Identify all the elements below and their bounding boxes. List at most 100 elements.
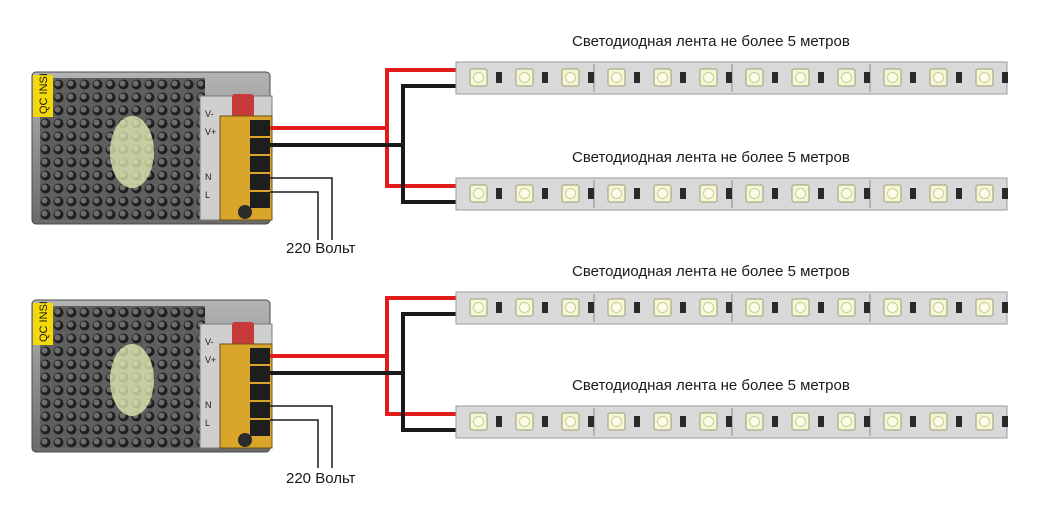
led-lens [473, 302, 484, 313]
strip-resistor [864, 302, 870, 313]
strip-resistor [726, 416, 732, 427]
led-lens [565, 416, 576, 427]
led-lens [887, 416, 898, 427]
strip-resistor [956, 302, 962, 313]
strip-resistor [680, 302, 686, 313]
led-lens [611, 416, 622, 427]
psu-ground-screw [238, 205, 252, 219]
strip-resistor [726, 302, 732, 313]
strip-resistor [542, 416, 548, 427]
strip-label: Светодиодная лента не более 5 метров [572, 149, 850, 166]
led-lens [933, 302, 944, 313]
strip-resistor [496, 188, 502, 199]
psu-led-glow [110, 344, 154, 416]
led-lens [979, 188, 990, 199]
led-lens [703, 188, 714, 199]
led-lens [473, 188, 484, 199]
psu-power-led [232, 322, 254, 348]
led-lens [841, 188, 852, 199]
strip-resistor [634, 416, 640, 427]
strip-resistor [634, 302, 640, 313]
led-lens [887, 188, 898, 199]
mains-wire [270, 177, 333, 240]
led-lens [473, 72, 484, 83]
led-lens [703, 416, 714, 427]
led-lens [519, 416, 530, 427]
psu-terminal-label: L [205, 190, 210, 200]
strip-resistor [680, 416, 686, 427]
strip-label: Светодиодная лента не более 5 метров [572, 33, 850, 50]
positive-wire [270, 296, 457, 416]
strip-label: Светодиодная лента не более 5 метров [572, 263, 850, 280]
power-supply-1: QC INSI V- V+ N L [31, 71, 273, 225]
led-lens [611, 188, 622, 199]
strip-resistor [588, 188, 594, 199]
psu-terminal-label: L [205, 418, 210, 428]
strip-resistor [542, 72, 548, 83]
psu-terminal-label: N [205, 172, 212, 182]
strip-resistor [818, 302, 824, 313]
led-lens [749, 302, 760, 313]
led-strip-1 [455, 61, 1008, 95]
mains-label: 220 Вольт [286, 470, 356, 487]
strip-resistor [772, 302, 778, 313]
psu-sticker-label: QC INSI [38, 301, 50, 342]
strip-resistor [956, 416, 962, 427]
wiring-group-1 [270, 68, 457, 240]
strip-resistor [496, 302, 502, 313]
strip-resistor [772, 72, 778, 83]
psu-sticker [33, 303, 53, 345]
led-lens [887, 302, 898, 313]
psu-terminal-label: V+ [205, 355, 216, 365]
led-lens [749, 416, 760, 427]
led-lens [933, 72, 944, 83]
led-lens [841, 416, 852, 427]
strip-resistor [818, 72, 824, 83]
led-strip-4 [455, 405, 1008, 439]
led-lens [795, 188, 806, 199]
led-lens [703, 302, 714, 313]
led-lens [611, 302, 622, 313]
strip-resistor [542, 302, 548, 313]
led-lens [795, 302, 806, 313]
strip-resistor [818, 188, 824, 199]
strip-resistor [588, 416, 594, 427]
led-lens [979, 302, 990, 313]
strip-resistor [1002, 188, 1008, 199]
strip-resistor [910, 72, 916, 83]
led-lens [795, 416, 806, 427]
led-lens [933, 188, 944, 199]
power-supply-2: QC INSI V- V+ N L [31, 299, 273, 453]
strip-resistor [1002, 302, 1008, 313]
negative-wire [270, 84, 457, 204]
strip-resistor [818, 416, 824, 427]
strip-resistor [864, 188, 870, 199]
wiring-group-2 [270, 296, 457, 468]
strip-resistor [864, 416, 870, 427]
led-lens [657, 188, 668, 199]
strip-label: Светодиодная лента не более 5 метров [572, 377, 850, 394]
mains-wire [270, 191, 319, 240]
positive-wire [270, 68, 457, 188]
strip-resistor [910, 302, 916, 313]
strip-resistor [1002, 416, 1008, 427]
psu-power-led [232, 94, 254, 120]
strip-resistor [634, 188, 640, 199]
strip-resistor [680, 72, 686, 83]
mains-wire [270, 419, 319, 468]
strip-resistor [634, 72, 640, 83]
led-lens [749, 188, 760, 199]
psu-sticker-label: QC INSI [38, 73, 50, 114]
led-strip-2 [455, 177, 1008, 211]
strip-resistor [542, 188, 548, 199]
led-lens [565, 72, 576, 83]
led-lens [841, 72, 852, 83]
strip-resistor [588, 72, 594, 83]
psu-sticker [33, 75, 53, 117]
strip-resistor [588, 302, 594, 313]
led-lens [519, 302, 530, 313]
psu-terminal-label: V+ [205, 127, 216, 137]
led-lens [795, 72, 806, 83]
psu-ground-screw [238, 433, 252, 447]
